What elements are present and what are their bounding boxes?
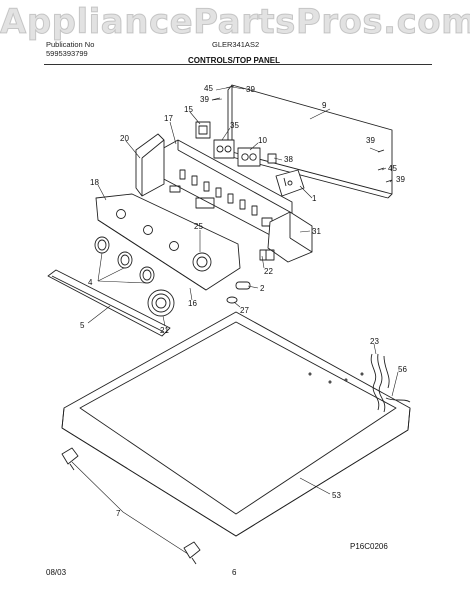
leader-lines (71, 86, 399, 555)
end-cap-left (135, 133, 165, 197)
callout-9: 9 (322, 101, 327, 110)
revision-date: 08/03 (46, 568, 67, 577)
large-knob (147, 289, 175, 317)
trim-strip (47, 269, 171, 337)
timer-component (195, 121, 211, 139)
clip-22 (259, 249, 267, 261)
leveling-foot-1 (61, 447, 79, 471)
wire-harness (370, 353, 411, 413)
callout-1: 1 (312, 194, 317, 203)
callout-53: 53 (332, 491, 341, 500)
callout-2: 2 (260, 284, 265, 293)
knob-1 (94, 236, 110, 254)
page-number: 6 (232, 568, 237, 577)
end-cap-right (265, 211, 313, 263)
figure-code: P16C0206 (350, 542, 388, 551)
callout-4: 4 (88, 278, 93, 287)
callout-39: 39 (396, 175, 405, 184)
watermark: AppliancePartsPros.com (0, 2, 470, 43)
model-number: GLER341AS2 (212, 40, 260, 49)
callout-labels: 39 45 39 9 39 45 39 15 35 10 38 1 17 20 … (80, 84, 407, 518)
callout-17: 17 (164, 114, 173, 123)
callout-39: 39 (200, 95, 209, 104)
top-panel (61, 311, 411, 537)
callout-25: 25 (194, 222, 203, 231)
switch-component-2 (237, 147, 261, 167)
callout-56: 56 (398, 365, 407, 374)
callout-22: 22 (264, 267, 273, 276)
section-title: CONTROLS/TOP PANEL (188, 56, 281, 65)
publication-number: 5995393799 (46, 49, 88, 58)
switch-component (213, 139, 235, 159)
callout-20: 20 (120, 134, 129, 143)
callout-10: 10 (258, 136, 267, 145)
callout-45: 45 (204, 84, 213, 93)
callout-18: 18 (90, 178, 99, 187)
control-board (275, 169, 305, 197)
light-2 (235, 281, 251, 290)
callout-39: 39 (246, 85, 255, 94)
callout-39: 39 (366, 136, 375, 145)
faceplate (95, 193, 241, 291)
publication-label: Publication No (46, 40, 95, 49)
bumper-27 (226, 296, 238, 304)
callout-5: 5 (80, 321, 85, 330)
callout-7: 7 (116, 509, 121, 518)
callout-21: 21 (160, 326, 169, 335)
knob-3 (139, 266, 155, 284)
callout-27: 27 (240, 306, 249, 315)
knob-2 (117, 251, 133, 269)
header-rule (44, 64, 432, 65)
knobs (94, 236, 155, 284)
callout-35: 35 (230, 121, 239, 130)
callout-38: 38 (284, 155, 293, 164)
callout-31: 31 (312, 227, 321, 236)
callout-15: 15 (184, 105, 193, 114)
callout-16: 16 (188, 299, 197, 308)
callout-45: 45 (388, 164, 397, 173)
callout-23: 23 (370, 337, 379, 346)
